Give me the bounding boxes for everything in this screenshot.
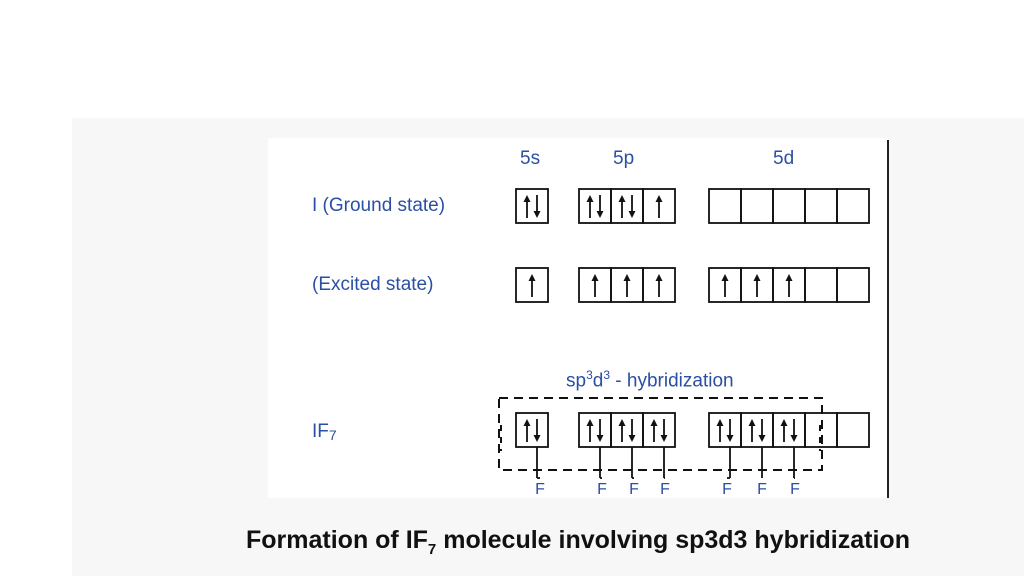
electron-down-d-2-1-head xyxy=(758,435,766,442)
orbital-box-d-1-3 xyxy=(804,267,838,303)
fluorine-label-6: F xyxy=(790,481,800,498)
electron-up-d-1-1-head xyxy=(753,274,761,281)
label-hybridization: sp3d3 - hybridization xyxy=(566,368,734,392)
electron-up-d-1-2-head xyxy=(785,274,793,281)
orbital-box-d-2-0 xyxy=(708,412,742,448)
electron-up-s-2-0-head xyxy=(523,419,531,426)
electron-up-p-2-2-head xyxy=(650,419,658,426)
fluorine-label-1: F xyxy=(597,481,607,498)
electron-up-s-0-0-head xyxy=(523,195,531,202)
header-5p: 5p xyxy=(613,148,635,169)
orbital-box-p-0-2 xyxy=(642,188,676,224)
fluorine-label-3: F xyxy=(660,481,670,498)
orbital-box-p-2-2 xyxy=(642,412,676,448)
label-if7: IF7 xyxy=(312,421,337,443)
fluorine-label-0: F xyxy=(535,481,545,498)
right-divider xyxy=(887,140,889,498)
orbital-box-s-1-0 xyxy=(515,267,549,303)
electron-down-p-2-2-head xyxy=(660,435,668,442)
orbital-box-p-0-0 xyxy=(578,188,612,224)
orbital-box-p-1-2 xyxy=(642,267,676,303)
hybridization-dashed-box xyxy=(498,397,823,471)
orbital-box-d-2-4 xyxy=(836,412,870,448)
label-excited-state: (Excited state) xyxy=(312,274,434,295)
electron-down-p-0-1-head xyxy=(628,211,636,218)
electron-up-p-1-2-head xyxy=(655,274,663,281)
electron-down-d-2-0-head xyxy=(726,435,734,442)
fluorine-label-2: F xyxy=(629,481,639,498)
header-5d: 5d xyxy=(773,148,795,169)
electron-up-s-1-0-head xyxy=(528,274,536,281)
orbital-box-p-2-0 xyxy=(578,412,612,448)
orbital-box-s-2-0 xyxy=(515,412,549,448)
label-ground-state: I (Ground state) xyxy=(312,195,446,216)
electron-down-d-2-2-head xyxy=(790,435,798,442)
figure-caption: Formation of IF7 molecule involving sp3d… xyxy=(246,526,910,558)
orbital-box-s-0-0 xyxy=(515,188,549,224)
orbital-box-p-2-1 xyxy=(610,412,644,448)
electron-up-p-2-1-head xyxy=(618,419,626,426)
orbital-box-d-0-3 xyxy=(804,188,838,224)
electron-up-p-0-0-head xyxy=(586,195,594,202)
electron-up-p-1-1-head xyxy=(623,274,631,281)
orbital-box-d-1-4 xyxy=(836,267,870,303)
orbital-box-d-2-2 xyxy=(772,412,806,448)
electron-up-d-2-1-head xyxy=(748,419,756,426)
header-5s: 5s xyxy=(520,148,541,169)
electron-up-p-2-0-head xyxy=(586,419,594,426)
electron-up-d-2-0-head xyxy=(716,419,724,426)
orbital-box-p-0-1 xyxy=(610,188,644,224)
orbital-box-d-0-2 xyxy=(772,188,806,224)
electron-up-p-1-0-head xyxy=(591,274,599,281)
fluorine-label-5: F xyxy=(757,481,767,498)
electron-down-s-0-0-head xyxy=(533,211,541,218)
electron-up-p-0-1-head xyxy=(618,195,626,202)
electron-up-d-2-2-head xyxy=(780,419,788,426)
electron-up-d-1-0-head xyxy=(721,274,729,281)
electron-down-p-2-1-head xyxy=(628,435,636,442)
orbital-box-d-0-1 xyxy=(740,188,774,224)
electron-down-p-0-0-head xyxy=(596,211,604,218)
electron-up-p-0-2-head xyxy=(655,195,663,202)
electron-down-p-2-0-head xyxy=(596,435,604,442)
electron-down-s-2-0-head xyxy=(533,435,541,442)
orbital-box-d-2-1 xyxy=(740,412,774,448)
fluorine-label-4: F xyxy=(722,481,732,498)
orbital-box-d-0-4 xyxy=(836,188,870,224)
orbital-box-d-0-0 xyxy=(708,188,742,224)
